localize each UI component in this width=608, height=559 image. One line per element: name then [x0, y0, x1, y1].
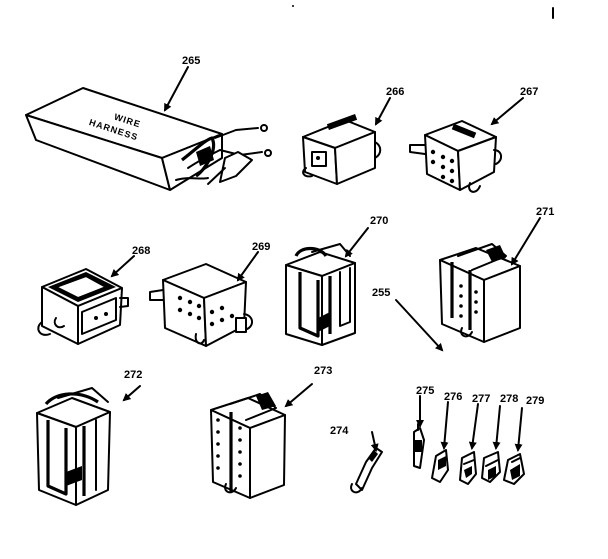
label-274: 274 — [330, 425, 349, 437]
arrow-273 — [284, 383, 313, 408]
arrow-279 — [514, 407, 523, 452]
arrow-277 — [468, 403, 479, 450]
part-273-connector — [210, 392, 286, 499]
part-279-terminal — [503, 453, 525, 485]
part-267-connector — [409, 120, 502, 193]
label-271: 271 — [536, 206, 554, 218]
part-274-terminal — [350, 447, 383, 494]
label-278: 278 — [500, 393, 518, 405]
part-276-terminal — [431, 449, 449, 483]
part-270-connector — [285, 243, 356, 346]
leader-arrows — [110, 66, 541, 452]
label-272: 272 — [124, 369, 142, 381]
margin-marks — [292, 5, 554, 19]
part-275-terminal — [413, 423, 425, 469]
arrow-265 — [164, 66, 189, 112]
part-265-wire-harness-box: WIRE HARNESS — [25, 87, 272, 191]
label-269: 269 — [252, 241, 270, 253]
arrow-269 — [236, 251, 259, 282]
label-265: 265 — [182, 55, 200, 67]
terminals-275-279 — [413, 423, 525, 485]
part-266-connector — [302, 114, 382, 185]
label-266: 266 — [386, 86, 404, 98]
arrow-255 — [395, 299, 444, 352]
label-267: 267 — [520, 86, 538, 98]
part-272-connector — [36, 387, 111, 506]
arrow-266 — [375, 97, 391, 126]
label-279: 279 — [526, 395, 544, 407]
label-273: 273 — [314, 365, 332, 377]
arrow-267 — [490, 97, 524, 126]
arrow-272 — [122, 385, 141, 402]
label-276: 276 — [444, 391, 462, 403]
arrow-276 — [440, 401, 449, 450]
arrow-278 — [492, 405, 501, 450]
part-268-connector — [37, 268, 129, 345]
arrow-274 — [370, 431, 379, 452]
label-270: 270 — [370, 215, 388, 227]
label-268: 268 — [132, 245, 150, 257]
label-277: 277 — [472, 393, 490, 405]
arrow-268 — [110, 255, 135, 278]
arrow-270 — [344, 227, 369, 258]
label-275: 275 — [416, 385, 434, 397]
part-271-connector — [439, 243, 521, 343]
label-255: 255 — [372, 287, 390, 299]
part-269-connector — [149, 263, 253, 347]
arrow-271 — [510, 217, 541, 266]
part-277-terminal — [459, 451, 477, 485]
part-278-terminal — [481, 451, 501, 483]
part-labels: 265 266 267 268 269 270 271 255 272 273 … — [124, 55, 554, 437]
